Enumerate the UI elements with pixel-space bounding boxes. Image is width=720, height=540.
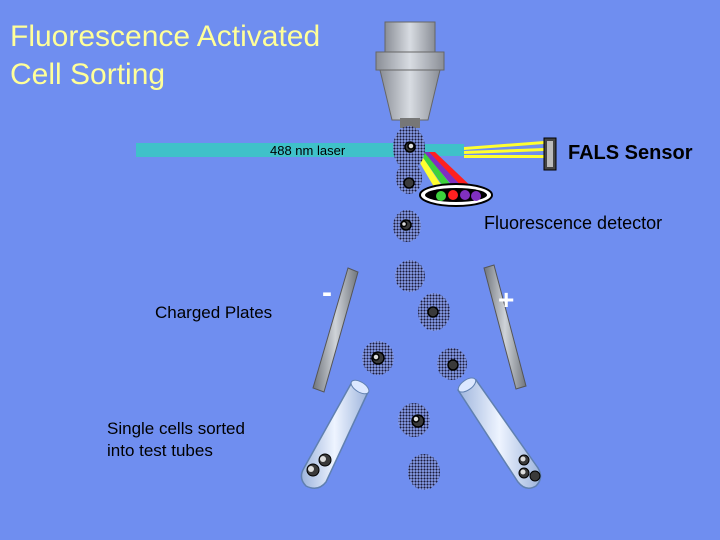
fals-sensor-label: FALS Sensor [568, 142, 693, 164]
slide-title: Fluorescence Activated Cell Sorting [10, 20, 321, 91]
nozzle [375, 21, 445, 128]
test-tube-left [300, 379, 370, 489]
laser-label: 488 nm laser [270, 143, 346, 158]
charged-plate-negative [312, 267, 359, 393]
fluorescence-detector [419, 183, 493, 207]
sorted-cells-label: Single cells sorted into test tubes [107, 419, 245, 460]
charged-plate-positive [483, 264, 527, 390]
laser-beam [136, 143, 406, 157]
cells [371, 141, 459, 428]
positive-sign: + [498, 284, 515, 315]
forward-scatter-lines [464, 141, 544, 158]
charged-plates-label: Charged Plates [155, 303, 273, 322]
fluorescence-detector-label: Fluorescence detector [484, 213, 663, 233]
test-tube-right [456, 377, 542, 489]
negative-sign: - [322, 276, 332, 309]
fals-sensor [543, 137, 557, 171]
